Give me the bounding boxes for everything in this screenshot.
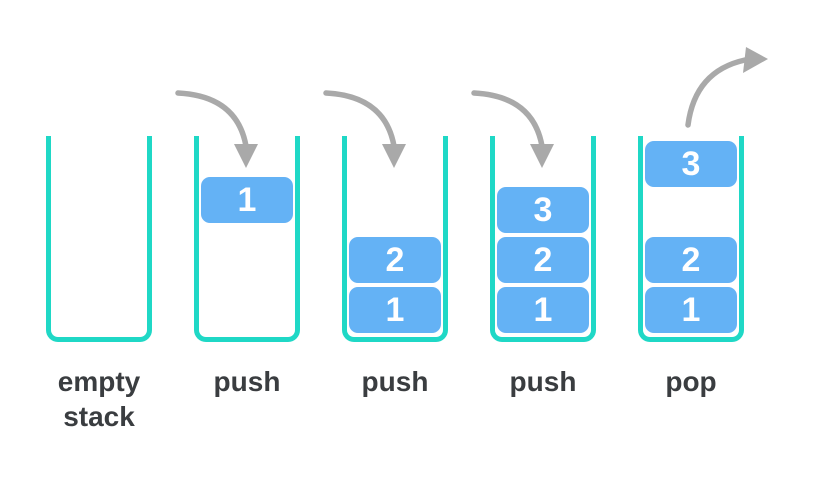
stack-item: 1 bbox=[497, 287, 589, 333]
stack-item-value: 3 bbox=[681, 145, 701, 183]
push-arrow-down-icon bbox=[471, 90, 554, 168]
stack-label: push bbox=[509, 366, 577, 397]
stack-push-3: 3 2 1 push bbox=[490, 0, 596, 460]
stack-item-value: 2 bbox=[681, 241, 701, 279]
stack-label: pop bbox=[665, 366, 717, 397]
stack-label: push bbox=[361, 366, 429, 397]
stack-item: 1 bbox=[201, 177, 293, 223]
stack-empty: empty stack bbox=[46, 0, 152, 460]
stack-push-2: 2 1 push bbox=[342, 0, 448, 460]
stack-item-value: 2 bbox=[533, 241, 553, 279]
stack-item: 1 bbox=[645, 287, 737, 333]
stack-item-value: 3 bbox=[533, 191, 553, 229]
stack-item: 2 bbox=[497, 237, 589, 283]
stack-outline bbox=[638, 136, 744, 342]
stack-item-popping: 3 bbox=[645, 141, 737, 187]
stack-item-value: 2 bbox=[385, 241, 405, 279]
stack-item: 2 bbox=[645, 237, 737, 283]
stack-item-value: 1 bbox=[533, 291, 553, 329]
stack-label: empty stack bbox=[57, 366, 141, 432]
stack-push-1: 1 push bbox=[194, 0, 300, 460]
push-arrow-down-icon bbox=[323, 90, 406, 168]
stack-pop: 3 2 1 pop bbox=[638, 0, 744, 460]
pop-arrow-up-icon bbox=[685, 47, 768, 128]
stack-item-value: 1 bbox=[385, 291, 405, 329]
stack-label: push bbox=[213, 366, 281, 397]
stack-item-value: 1 bbox=[681, 291, 701, 329]
stack-outline bbox=[342, 136, 448, 342]
stack-outline bbox=[490, 136, 596, 342]
stack-item: 2 bbox=[349, 237, 441, 283]
stack-outline bbox=[194, 136, 300, 342]
stack-outline bbox=[46, 136, 152, 342]
stack-item: 1 bbox=[349, 287, 441, 333]
stack-item-value: 1 bbox=[237, 181, 257, 219]
stack-item: 3 bbox=[497, 187, 589, 233]
push-arrow-down-icon bbox=[175, 90, 258, 168]
